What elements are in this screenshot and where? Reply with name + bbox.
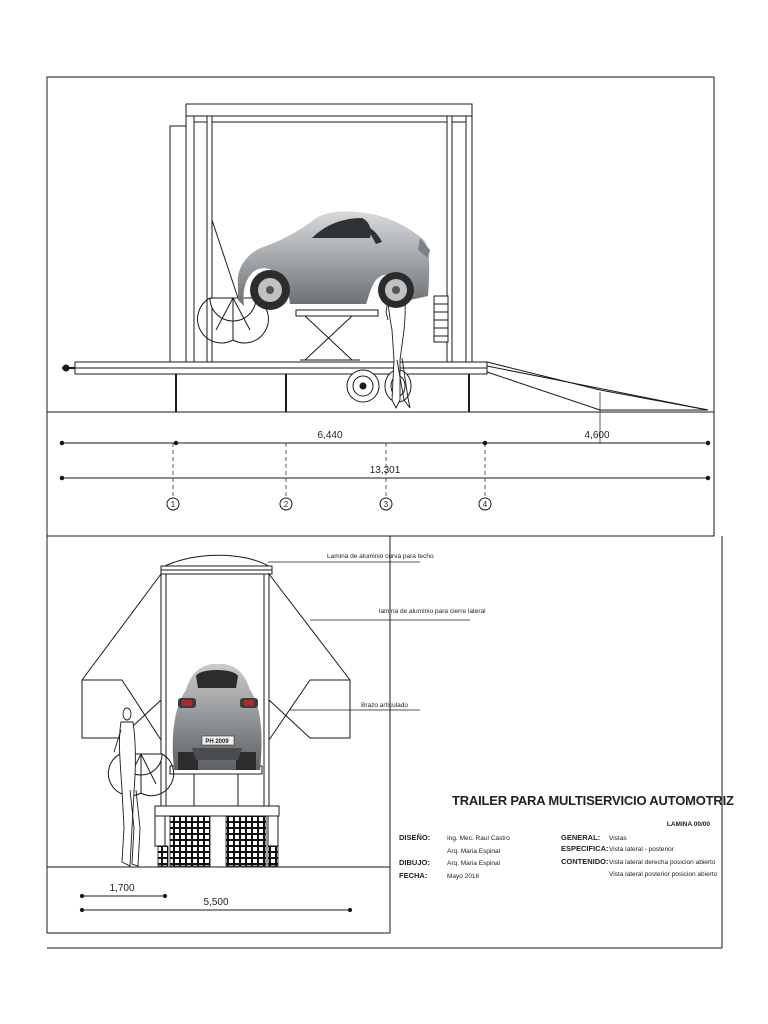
hitch-coupler: [62, 364, 70, 372]
rear-view-frame: [46, 535, 391, 934]
rear-tire-right: [225, 815, 267, 867]
rear-right-post: [263, 573, 270, 807]
ramp-line: [486, 365, 709, 411]
axis-label-3: 3: [384, 500, 389, 509]
rear-car-image: [172, 664, 262, 770]
sheet-frames: [46, 76, 723, 949]
drawing-label: DIBUJO:: [399, 858, 430, 867]
callout-roof: Lamina de aluminio curva para techo: [327, 553, 434, 560]
rear-view-dimensions: [79, 893, 353, 913]
front-column: [185, 115, 195, 367]
drawing-title: TRAILER PARA MULTISERVICIO AUTOMOTRIZ: [452, 793, 734, 808]
axle-wheel-1: [346, 369, 380, 403]
rear-chassis: [154, 805, 280, 817]
general-value: Vistas: [609, 835, 627, 842]
left-open-panel: [81, 572, 162, 739]
axis-bubble-2: [279, 497, 293, 511]
general-label: GENERAL:: [561, 833, 600, 842]
lift-platform: [295, 309, 379, 317]
design-value-2: Arq. Maria Espinal: [447, 848, 501, 855]
axis-label-4: 4: [483, 500, 488, 509]
date-value: Mayo 2016: [447, 873, 480, 880]
person-figure-rear: [113, 707, 141, 867]
content-label: CONTENIDO:: [561, 857, 609, 866]
front-inner-column: [206, 115, 213, 367]
license-plate: PH 2009: [205, 739, 229, 745]
dim-segment-front: 6,440: [317, 430, 342, 441]
axis-bubble-4: [478, 497, 492, 511]
callout-arm: Brazo articulado: [361, 702, 408, 709]
front-side-panel: [169, 125, 187, 363]
trailer-roof: [185, 103, 473, 117]
step-block: [433, 295, 449, 343]
content-value-2: Vista lateral posterior posicion abierto: [609, 871, 718, 878]
axis-bubble-1: [166, 497, 180, 511]
design-label: DISEÑO:: [399, 833, 430, 842]
dim-overall-length: 13,301: [370, 465, 401, 476]
axis-label-2: 2: [284, 500, 289, 509]
design-value-1: Ing. Mec. Raul Castro: [447, 835, 510, 842]
rear-left-post: [160, 573, 167, 807]
specific-value: Vista lateral - posterior: [609, 846, 675, 853]
rear-ramp: [486, 361, 709, 411]
title-block: TRAILER PARA MULTISERVICIO AUTOMOTRIZ LA…: [399, 793, 734, 880]
right-open-panel: [268, 572, 351, 739]
callout-leaders: [268, 561, 470, 711]
side-view-dimensions: [59, 392, 711, 511]
axis-label-1: 1: [171, 500, 176, 509]
drawing-value: Arq. Maria Espinal: [447, 860, 501, 867]
dim-rear-partial: 1,700: [109, 883, 134, 894]
specific-label: ESPECIFICA:: [561, 844, 609, 853]
side-view: [62, 103, 709, 412]
axis-bubble-3: [379, 497, 393, 511]
lift-scissor-b: [304, 315, 353, 361]
date-label: FECHA:: [399, 871, 427, 880]
rear-tires: [157, 815, 279, 867]
side-car-image: [237, 211, 430, 310]
rear-outer-column: [465, 115, 473, 367]
rear-tire-left: [169, 815, 211, 867]
dim-rear-overall: 5,500: [203, 897, 228, 908]
articulated-arm: [211, 219, 239, 299]
dim-segment-rear: 4,600: [584, 430, 609, 441]
callout-side-closure: lamina de aluminio para cierre lateral: [379, 608, 486, 615]
curved-roof: [160, 554, 273, 569]
sheet-number: LAMINA 00/00: [667, 821, 710, 828]
content-value-1: Vista lateral derecha posicion abierto: [609, 859, 716, 866]
